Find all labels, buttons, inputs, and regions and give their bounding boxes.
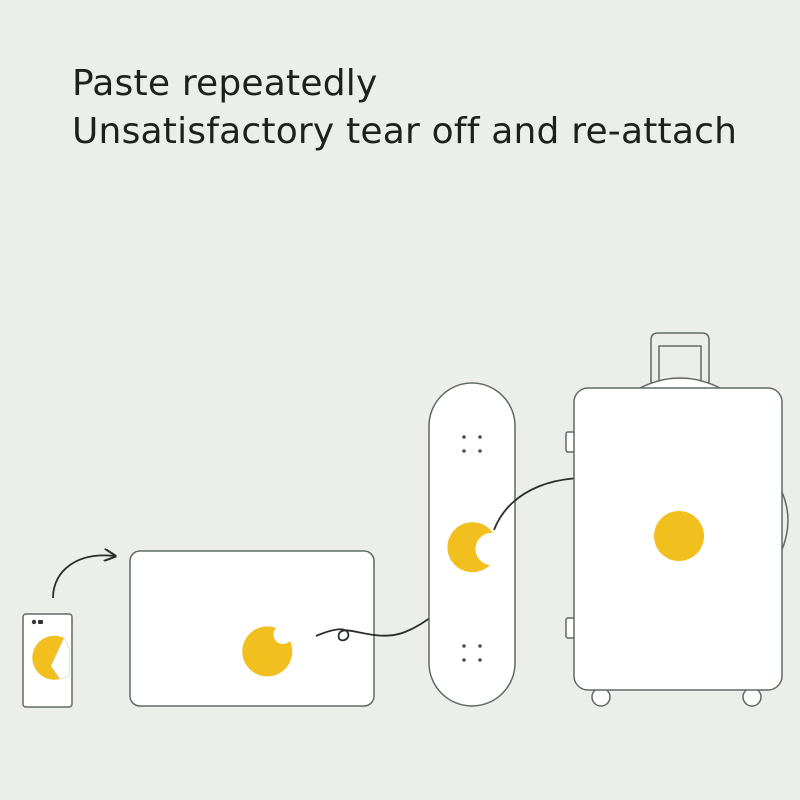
headline-line-2: Unsatisfactory tear off and re-attach <box>72 111 738 152</box>
yellow-sticker-icon <box>32 635 71 680</box>
suitcase-icon <box>565 332 789 707</box>
yellow-sticker-icon <box>242 626 293 677</box>
laptop-icon <box>129 550 375 707</box>
curved-arrow-icon <box>315 586 460 642</box>
yellow-sticker-icon <box>654 511 704 561</box>
skateboard-icon <box>428 382 516 707</box>
yellow-sticker-icon <box>447 522 493 573</box>
phone-icon <box>22 613 73 708</box>
curved-arrow-icon <box>52 555 114 599</box>
headline-line-1: Paste repeatedly <box>72 63 378 104</box>
